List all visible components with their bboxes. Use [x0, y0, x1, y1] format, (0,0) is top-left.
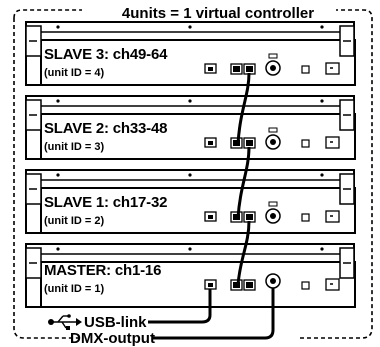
- usb-icon: [204, 211, 217, 222]
- fuse-icon: [301, 281, 310, 290]
- power-switch-icon: [325, 62, 340, 75]
- unit-master: MASTER: ch1-16 (unit ID = 1): [25, 243, 356, 308]
- link-port-in: [230, 211, 243, 223]
- link-port-in: [230, 63, 243, 75]
- usb-link-label: USB-link: [84, 314, 147, 331]
- diagram-title: 4units = 1 virtual controller: [122, 5, 314, 22]
- dmx-xlr-connector-icon: [265, 127, 281, 150]
- virtual-controller-boundary-right: [300, 9, 373, 339]
- power-switch-icon: [325, 136, 340, 149]
- link-port-out: [243, 279, 256, 291]
- unit-slave-2: SLAVE 2: ch33-48 (unit ID = 3): [25, 95, 356, 160]
- dmx-output-label: DMX-output: [70, 330, 155, 347]
- unit-name: SLAVE 1: ch17-32: [44, 194, 167, 211]
- usb-link-cable: [148, 289, 212, 324]
- unit-id: (unit ID = 4): [44, 67, 105, 79]
- unit-name: SLAVE 2: ch33-48: [44, 120, 167, 137]
- power-switch-icon: [325, 278, 340, 291]
- unit-id: (unit ID = 1): [44, 283, 105, 295]
- unit-name: SLAVE 3: ch49-64: [44, 46, 168, 63]
- unit-id: (unit ID = 2): [44, 215, 105, 227]
- link-port-out: [243, 211, 256, 223]
- usb-icon: [48, 314, 82, 330]
- link-cable-1-to-master: [236, 220, 251, 286]
- dmx-xlr-connector-icon: [265, 273, 281, 289]
- link-port-in: [230, 137, 243, 149]
- fuse-icon: [301, 139, 310, 148]
- usb-icon: [204, 137, 217, 148]
- power-switch-icon: [325, 210, 340, 223]
- link-port-out: [243, 63, 256, 75]
- dmx-output-cable: [152, 288, 275, 340]
- usb-icon: [204, 63, 217, 74]
- link-cable-2-to-1: [236, 146, 251, 219]
- unit-slave-3: SLAVE 3: ch49-64 (unit ID = 4): [25, 21, 356, 86]
- usb-icon: [204, 279, 217, 290]
- fuse-icon: [301, 213, 310, 222]
- link-cable-3-to-2: [236, 72, 251, 145]
- unit-slave-1: SLAVE 1: ch17-32 (unit ID = 2): [25, 169, 356, 234]
- virtual-controller-boundary-left: [13, 18, 78, 339]
- link-port-in: [230, 279, 243, 291]
- dmx-xlr-connector-icon: [265, 201, 281, 224]
- unit-name: MASTER: ch1-16: [44, 262, 161, 279]
- dmx-xlr-connector-icon: [265, 53, 281, 76]
- unit-id: (unit ID = 3): [44, 141, 105, 153]
- link-port-out: [243, 137, 256, 149]
- fuse-icon: [301, 65, 310, 74]
- virtual-controller-boundary-topleft: [13, 9, 82, 19]
